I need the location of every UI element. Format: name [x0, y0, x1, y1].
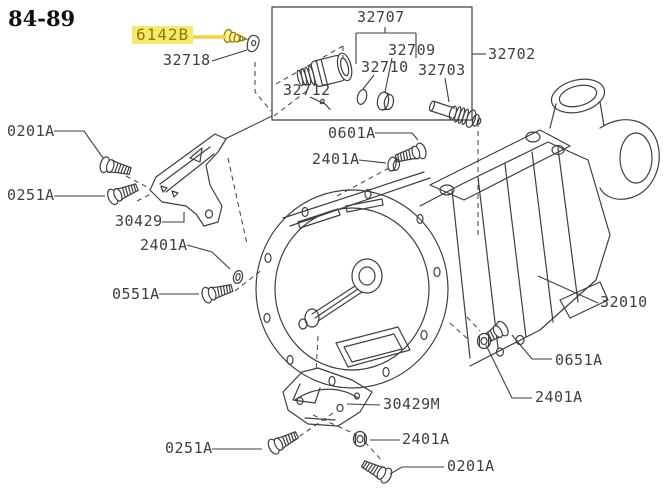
- part-label-32712[interactable]: 32712: [283, 81, 331, 99]
- retainer-clip-glyph: [246, 34, 260, 53]
- highlighted-screw-glyph: [223, 28, 249, 44]
- part-label-32707[interactable]: 32707: [357, 8, 405, 26]
- part-label-2401a-left[interactable]: 2401A: [140, 236, 188, 254]
- part-label-0601a[interactable]: 0601A: [328, 124, 376, 142]
- part-label-2401a-top[interactable]: 2401A: [312, 150, 360, 168]
- part-label-30429m[interactable]: 30429M: [383, 395, 441, 413]
- part-label-0251a-left[interactable]: 0251A: [7, 186, 55, 204]
- alignment-dashed-lines: [125, 45, 481, 463]
- transmission-illustration: [255, 78, 660, 404]
- fastener-glyphs: [98, 34, 512, 486]
- part-label-0251a-bottom[interactable]: 0251A: [165, 439, 213, 457]
- cup-washer-glyph: [376, 91, 395, 111]
- part-label-32718[interactable]: 32718: [163, 51, 211, 69]
- bolt-glyph-0251a-bottom: [265, 427, 302, 457]
- pinion-gear-glyph: [428, 100, 482, 128]
- part-label-2401a-bottom[interactable]: 2401A: [402, 430, 450, 448]
- bracket-30429-illustration: [149, 133, 227, 227]
- washer-glyph-2401a-left: [232, 270, 244, 284]
- part-label-32010[interactable]: 32010: [600, 293, 648, 311]
- part-label-30429[interactable]: 30429: [115, 212, 163, 230]
- part-label-0551a[interactable]: 0551A: [112, 285, 160, 303]
- bracket-30429m-illustration: [282, 367, 373, 427]
- speedometer-pinion-inset-box: [271, 6, 482, 128]
- part-label-6142b-highlighted[interactable]: 6142B: [132, 26, 194, 44]
- page-title: 84-89: [8, 6, 76, 31]
- pin-glyph: [319, 98, 331, 110]
- bolt-glyph-0551a: [199, 279, 235, 305]
- o-ring-glyph: [356, 89, 368, 105]
- part-label-32703[interactable]: 32703: [418, 61, 466, 79]
- part-label-0201a-top[interactable]: 0201A: [7, 122, 55, 140]
- inset-box-outline: [271, 6, 473, 121]
- bolt-glyph-0601a: [393, 141, 429, 167]
- part-label-32710[interactable]: 32710: [361, 58, 409, 76]
- part-label-0651a[interactable]: 0651A: [555, 351, 603, 369]
- part-label-2401a-right[interactable]: 2401A: [535, 388, 583, 406]
- part-label-32709[interactable]: 32709: [388, 41, 436, 59]
- bolt-glyph-0251a-left: [105, 179, 141, 207]
- bolt-glyph-0201a-bottom: [358, 456, 395, 486]
- part-label-0201a-bottom[interactable]: 0201A: [447, 457, 495, 475]
- bolt-glyph-0201a-top: [98, 155, 133, 180]
- nut-glyph-2401a-right: [476, 332, 492, 350]
- pinion-sleeve-glyph: [296, 52, 353, 87]
- part-label-32702[interactable]: 32702: [488, 45, 536, 63]
- leader-lines: [54, 27, 599, 475]
